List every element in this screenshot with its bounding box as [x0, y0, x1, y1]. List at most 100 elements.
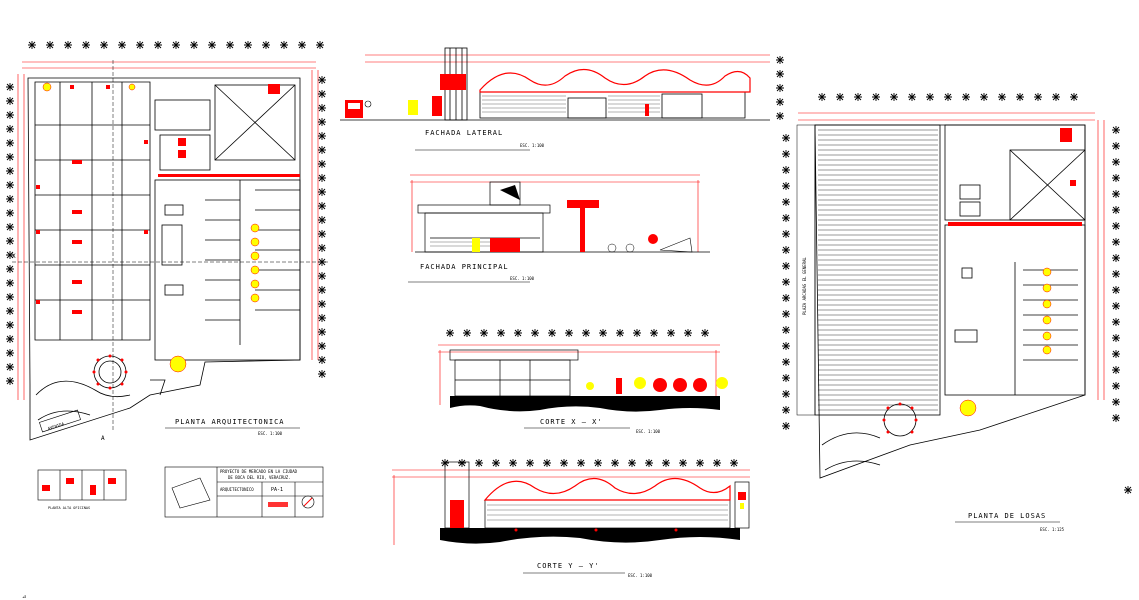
tree-symbol [782, 326, 790, 334]
corte-x-title: CORTE X – X' [540, 418, 603, 426]
tree-symbol [854, 93, 862, 101]
tree-symbol [548, 329, 556, 337]
planta-losas-title: PLANTA DE LOSAS [968, 512, 1046, 520]
tree-symbol [6, 181, 14, 189]
tree-symbol [118, 41, 126, 49]
tree-symbol [776, 84, 784, 92]
corte-y-title: CORTE Y – Y' [537, 562, 600, 570]
tree-symbol [318, 258, 326, 266]
tree-symbol [998, 93, 1006, 101]
tree-symbol [6, 139, 14, 147]
tree-symbol [650, 329, 658, 337]
tree-symbol [776, 56, 784, 64]
corte-y [392, 459, 750, 574]
tree-symbol [318, 104, 326, 112]
tree-symbol [6, 279, 14, 287]
axis-a-label: A [101, 435, 105, 442]
tree-symbol [82, 41, 90, 49]
tree-symbol [782, 246, 790, 254]
corner-mark: ⊿ [22, 594, 26, 600]
tree-symbol [1112, 158, 1120, 166]
tree-symbol [318, 188, 326, 196]
tree-symbol [6, 377, 14, 385]
tree-symbol [280, 41, 288, 49]
tree-symbol [1112, 302, 1120, 310]
corte-x-scale: ESC. 1:100 [636, 429, 661, 434]
tree-symbol [318, 118, 326, 126]
planta-alta-title: PLANTA ALTA OFICINAS [48, 506, 90, 510]
tree-symbol [318, 76, 326, 84]
tree-symbol [782, 182, 790, 190]
tree-symbol [633, 329, 641, 337]
tree-symbol [6, 83, 14, 91]
tree-symbol [190, 41, 198, 49]
tree-symbol [782, 294, 790, 302]
tree-symbol [100, 41, 108, 49]
tree-symbol [730, 459, 738, 467]
tree-symbol [713, 459, 721, 467]
tree-symbol [1112, 382, 1120, 390]
fachada-lateral-title: FACHADA LATERAL [425, 129, 503, 137]
tree-symbol [577, 459, 585, 467]
tree-symbol [926, 93, 934, 101]
tree-symbol [154, 41, 162, 49]
tree-symbol [514, 329, 522, 337]
tree-symbol [509, 459, 517, 467]
tree-symbols-row [28, 41, 324, 49]
tree-symbol [531, 329, 539, 337]
tree-symbol [244, 41, 252, 49]
tree-symbol [782, 150, 790, 158]
tree-symbol [463, 329, 471, 337]
tree-symbol [962, 93, 970, 101]
tree-symbols-row [441, 459, 738, 467]
tree-symbol [782, 278, 790, 286]
tree-symbol [318, 174, 326, 182]
tree-symbol [782, 134, 790, 142]
tree-symbol [6, 167, 14, 175]
tree-symbol [1124, 486, 1132, 494]
tree-symbol [696, 459, 704, 467]
fachada-principal [408, 174, 710, 283]
tree-symbol [136, 41, 144, 49]
tree-symbol [1112, 366, 1120, 374]
tree-symbol [565, 329, 573, 337]
tree-symbol [318, 328, 326, 336]
tree-symbol [458, 459, 466, 467]
tree-symbol [782, 358, 790, 366]
tree-symbol [782, 390, 790, 398]
tree-symbol [480, 329, 488, 337]
tree-symbols-row [818, 93, 1078, 101]
tree-symbol [818, 93, 826, 101]
tree-symbol [1112, 350, 1120, 358]
tree-symbol [1034, 93, 1042, 101]
tree-symbol [890, 93, 898, 101]
tree-symbol [318, 132, 326, 140]
tree-symbol [782, 166, 790, 174]
tree-symbol [298, 41, 306, 49]
tree-symbol [1112, 142, 1120, 150]
tree-symbol [6, 251, 14, 259]
tree-symbol [616, 329, 624, 337]
planta-losas-scale: ESC. 1:125 [1040, 527, 1065, 532]
tree-symbol [944, 93, 952, 101]
tree-symbol [1112, 254, 1120, 262]
tree-symbol [64, 41, 72, 49]
tree-symbol [1052, 93, 1060, 101]
tree-symbol [1112, 270, 1120, 278]
tree-symbol [28, 41, 36, 49]
tree-symbol [1112, 334, 1120, 342]
tree-symbol [226, 41, 234, 49]
tree-symbol [318, 146, 326, 154]
tree-symbol [543, 459, 551, 467]
tree-symbol [782, 374, 790, 382]
tree-symbol [492, 459, 500, 467]
tree-symbols-row [446, 329, 709, 337]
tree-symbol [908, 93, 916, 101]
tree-symbol [46, 41, 54, 49]
tree-symbol [318, 202, 326, 210]
tree-symbol [782, 198, 790, 206]
tree-symbol [611, 459, 619, 467]
tree-symbol [6, 195, 14, 203]
tree-symbol [6, 335, 14, 343]
